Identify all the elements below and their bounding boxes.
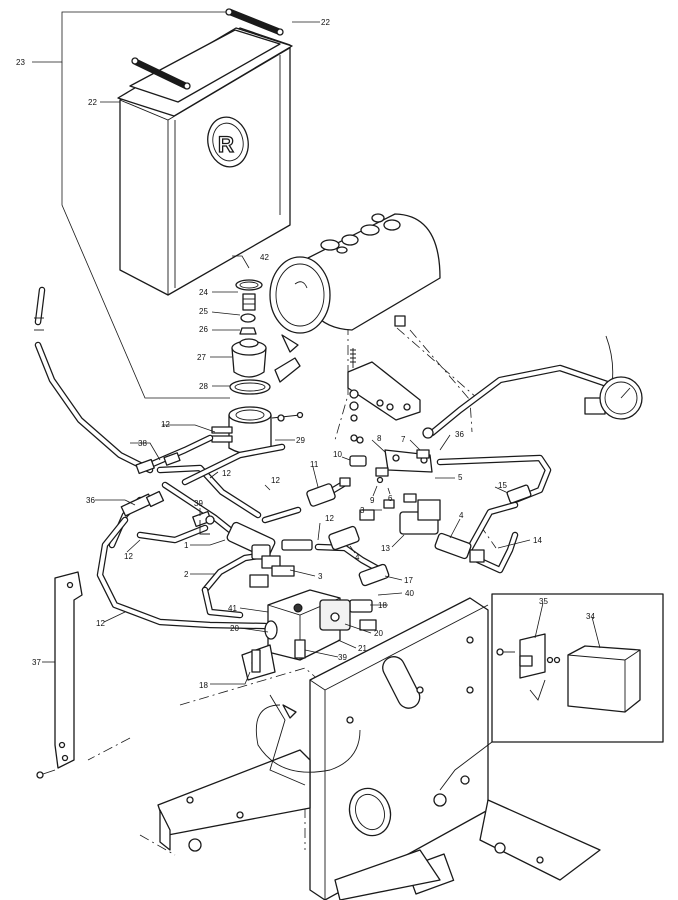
callout-37: 37 <box>32 658 41 667</box>
callout-12-e: 12 <box>124 552 133 561</box>
callout-26: 26 <box>199 325 208 334</box>
boiler <box>269 213 441 383</box>
callout-13: 13 <box>381 544 390 553</box>
callout-2: 2 <box>184 570 189 579</box>
callout-36-a: 36 <box>455 430 464 439</box>
pressure-gauge <box>422 335 643 439</box>
fittings <box>120 452 532 631</box>
callout-3-b: 3 <box>318 572 323 581</box>
callout-24: 24 <box>199 288 208 297</box>
callout-12-d: 12 <box>325 514 334 523</box>
callout-41: 41 <box>228 604 237 613</box>
callout-5: 5 <box>458 473 463 482</box>
callout-34: 34 <box>586 612 595 621</box>
callout-18-b: 18 <box>199 681 208 690</box>
pump <box>241 589 351 681</box>
callout-1: 1 <box>184 541 189 550</box>
callout-11: 11 <box>310 460 319 469</box>
callout-10: 10 <box>333 450 342 459</box>
callout-12-c: 12 <box>271 476 280 485</box>
callout-39-a: 39 <box>194 499 203 508</box>
callout-8: 8 <box>377 434 382 443</box>
detail-inset <box>439 593 664 791</box>
callout-20-b: 20 <box>374 629 383 638</box>
callout-3-a: 3 <box>360 506 365 515</box>
callout-4-a: 4 <box>459 511 464 520</box>
callout-23: 23 <box>16 58 25 67</box>
chassis <box>157 597 601 900</box>
callout-labels: 23 22 22 42 24 25 26 27 28 12 29 38 12 1… <box>16 18 595 690</box>
callout-20-a: 20 <box>230 624 239 633</box>
callout-7: 7 <box>401 435 406 444</box>
side-bracket <box>36 571 83 779</box>
callout-35: 35 <box>539 597 548 606</box>
callout-38: 38 <box>138 439 147 448</box>
callout-12-f: 12 <box>96 619 105 628</box>
callout-22-left: 22 <box>88 98 97 107</box>
callout-6: 6 <box>388 494 393 503</box>
callout-12-a: 12 <box>161 420 170 429</box>
callout-22-top: 22 <box>321 18 330 27</box>
filter-assembly <box>211 279 304 455</box>
callout-42: 42 <box>260 253 269 262</box>
callout-14: 14 <box>533 536 542 545</box>
callout-9: 9 <box>370 496 375 505</box>
callout-39-b: 39 <box>338 653 347 662</box>
callout-21: 21 <box>358 644 367 653</box>
valve-bracket <box>347 348 433 503</box>
callout-28: 28 <box>199 382 208 391</box>
callout-4-b: 4 <box>355 553 360 562</box>
callout-29: 29 <box>296 436 305 445</box>
water-tank: R <box>117 27 293 296</box>
callout-27: 27 <box>197 353 206 362</box>
hanger-rods <box>131 8 284 90</box>
callout-25: 25 <box>199 307 208 316</box>
callout-40: 40 <box>405 589 414 598</box>
callout-12-b: 12 <box>222 469 231 478</box>
callout-17: 17 <box>404 576 413 585</box>
callout-15: 15 <box>498 481 507 490</box>
callout-18-a: 18 <box>378 601 387 610</box>
callout-36-b: 36 <box>86 496 95 505</box>
callout-leaders <box>42 255 601 685</box>
tank-logo: R <box>218 132 234 157</box>
